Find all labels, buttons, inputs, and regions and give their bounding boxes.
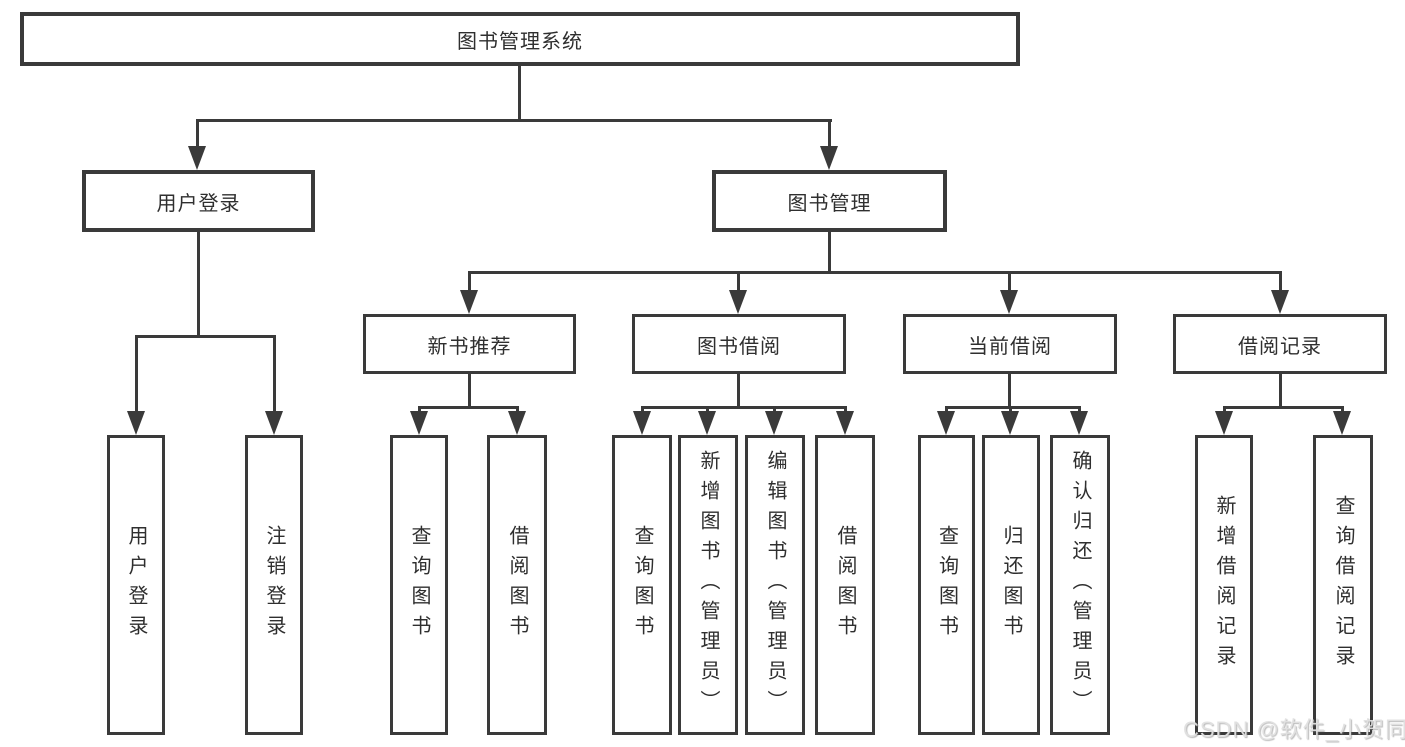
connector-arrow [1271,290,1289,314]
connector-arrow [460,290,478,314]
connector-hline [641,406,847,409]
leaf-confirm-return-admin-label: 确认归还（管理员） [1069,450,1091,720]
connector-arrow [820,146,838,170]
leaf-query-book-2: 查询图书 [612,435,672,735]
node-book-borrow: 图书借阅 [632,314,846,374]
node-book-management: 图书管理 [712,170,947,232]
leaf-borrow-book-2: 借阅图书 [815,435,875,735]
connector-arrow [410,411,428,435]
connector-arrow [1070,411,1088,435]
leaf-add-book-admin: 新增图书（管理员） [678,435,738,735]
connector-arrow [633,411,651,435]
node-user-login: 用户登录 [82,170,315,232]
connector-vline [828,230,831,274]
connector-arrow [127,411,145,435]
connector-arrow [1000,290,1018,314]
connector-arrow [765,411,783,435]
connector-arrow [188,146,206,170]
connector-vline [1008,372,1011,409]
connector-arrow [1001,411,1019,435]
connector-vline [1008,271,1011,295]
leaf-query-book-1-label: 查询图书 [408,525,430,645]
leaf-return-book-label: 归还图书 [1000,525,1022,645]
node-current-borrow-label: 当前借阅 [968,335,1052,358]
connector-hline [1223,406,1344,409]
leaf-user-login: 用户登录 [107,435,165,735]
node-root: 图书管理系统 [20,12,1020,66]
connector-arrow [508,411,526,435]
leaf-add-borrow-record-label: 新增借阅记录 [1213,495,1235,675]
node-root-label: 图书管理系统 [457,30,583,53]
csdn-watermark: CSDN @软件_小贺同学 [1183,717,1405,742]
connector-vline [518,64,521,122]
node-book-borrow-label: 图书借阅 [697,335,781,358]
leaf-query-book-3-label: 查询图书 [935,525,958,645]
connector-arrow [1215,411,1233,435]
connector-vline [1279,271,1282,295]
connector-vline [135,335,138,415]
connector-vline [197,230,200,338]
connector-arrow [729,290,747,314]
node-new-book-recommend: 新书推荐 [363,314,576,374]
connector-arrow [937,411,955,435]
node-borrow-record-label: 借阅记录 [1238,335,1322,358]
leaf-borrow-book-1: 借阅图书 [487,435,547,735]
node-borrow-record: 借阅记录 [1173,314,1387,374]
leaf-borrow-book-1-label: 借阅图书 [506,525,528,645]
leaf-edit-book-admin: 编辑图书（管理员） [745,435,805,735]
node-new-book-recommend-label: 新书推荐 [427,335,512,358]
connector-arrow [698,411,716,435]
leaf-logout-label: 注销登录 [263,525,285,645]
node-book-management-label: 图书管理 [787,192,872,215]
connector-hline [135,335,276,338]
connector-arrow [836,411,854,435]
leaf-logout: 注销登录 [245,435,303,735]
connector-vline [737,271,740,295]
connector-vline [196,119,199,153]
leaf-query-book-1: 查询图书 [390,435,448,735]
connector-hline [468,271,1282,274]
leaf-add-book-admin-label: 新增图书（管理员） [697,450,719,720]
connector-vline [468,271,471,295]
leaf-query-book-2-label: 查询图书 [631,525,653,645]
leaf-query-borrow-record-label: 查询借阅记录 [1332,495,1354,675]
leaf-query-borrow-record: 查询借阅记录 [1313,435,1373,735]
connector-vline [468,372,471,409]
connector-arrow [1333,411,1351,435]
leaf-query-book-3: 查询图书 [918,435,975,735]
connector-hline [196,119,832,122]
connector-vline [737,372,740,409]
connector-vline [828,119,831,153]
leaf-add-borrow-record: 新增借阅记录 [1195,435,1253,735]
connector-hline [418,406,519,409]
node-user-login-label: 用户登录 [156,192,241,215]
leaf-borrow-book-2-label: 借阅图书 [834,525,856,645]
connector-vline [1279,372,1282,409]
leaf-return-book: 归还图书 [982,435,1040,735]
leaf-confirm-return-admin: 确认归还（管理员） [1050,435,1110,735]
leaf-user-login-label: 用户登录 [125,525,147,645]
connector-arrow [265,411,283,435]
connector-vline [273,335,276,415]
node-current-borrow: 当前借阅 [903,314,1117,374]
connector-hline [945,406,1081,409]
leaf-edit-book-admin-label: 编辑图书（管理员） [764,450,786,720]
